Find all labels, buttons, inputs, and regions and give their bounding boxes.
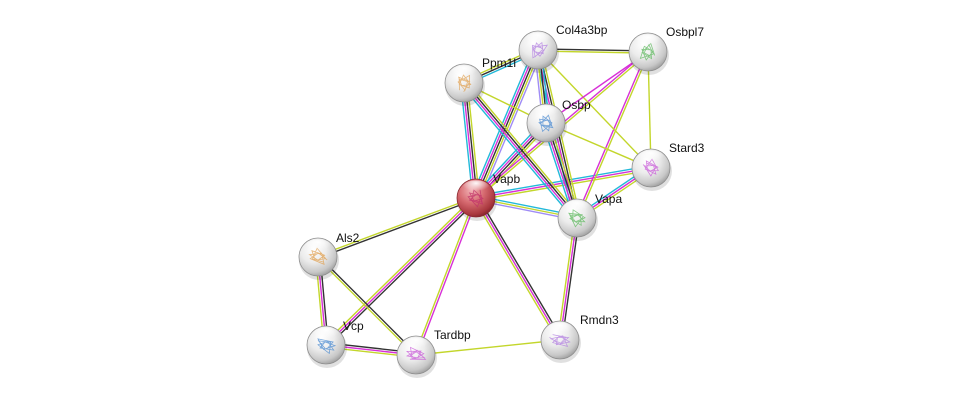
- edge-evidence-coexpression: [475, 49, 539, 199]
- node-label: Tardbp: [434, 328, 471, 342]
- edge-evidence-coexpression: [327, 199, 479, 348]
- node-col4a3bp[interactable]: Col4a3bp: [518, 23, 608, 73]
- node-label: Rmdn3: [580, 313, 619, 327]
- node-rmdn3[interactable]: Rmdn3: [540, 313, 619, 363]
- node-highlight: [524, 32, 552, 47]
- node-als2[interactable]: Als2: [298, 231, 360, 280]
- edge-vapb-tardbp[interactable]: [414, 197, 478, 356]
- edge-evidence-coexpression: [318, 255, 418, 355]
- edge-vapb-vcp[interactable]: [323, 195, 479, 348]
- edge-evidence-textmining: [477, 50, 541, 200]
- node-tardbp[interactable]: Tardbp: [396, 328, 471, 378]
- node-ppm1l[interactable]: Ppm1l: [444, 56, 516, 106]
- edge-evidence-coexpression: [464, 81, 579, 218]
- node-label: Osbpl7: [666, 25, 704, 39]
- edge-evidence-textmining: [466, 82, 480, 198]
- node-osbpl7[interactable]: Osbpl7: [628, 25, 704, 75]
- node-label: Vcp: [343, 319, 364, 333]
- node-label: Col4a3bp: [556, 23, 608, 37]
- edge-evidence-experiments: [475, 197, 561, 341]
- edge-evidence-coexpression: [477, 196, 563, 340]
- node-highlight: [462, 180, 490, 195]
- node-stard3[interactable]: Stard3: [631, 141, 705, 191]
- edge-evidence-databases: [471, 48, 535, 197]
- edge-vapa-rmdn3[interactable]: [557, 217, 580, 341]
- edge-evidence-textmining: [316, 257, 416, 357]
- node-osbp[interactable]: Osbp: [526, 98, 591, 146]
- node-vapa[interactable]: Vapa: [557, 192, 622, 241]
- node-label: Osbp: [562, 98, 591, 112]
- node-highlight: [546, 322, 574, 337]
- node-highlight: [563, 200, 591, 215]
- edge-evidence-textmining: [323, 195, 475, 344]
- edge-evidence-experiments: [559, 217, 578, 341]
- node-highlight: [312, 327, 340, 342]
- edge-col4a3bp-stard3[interactable]: [537, 49, 652, 169]
- edge-evidence-textmining: [537, 49, 652, 169]
- edge-evidence-experiments: [575, 51, 648, 218]
- node-highlight: [634, 34, 662, 49]
- edge-evidence-textmining: [415, 339, 561, 356]
- edge-tardbp-rmdn3[interactable]: [415, 339, 561, 356]
- node-label: Ppm1l: [482, 56, 516, 70]
- node-vcp[interactable]: Vcp: [306, 319, 364, 368]
- edge-evidence-textmining: [414, 197, 476, 355]
- edge-evidence-textmining: [476, 169, 652, 201]
- edge-vapa-osbpl7[interactable]: [575, 51, 650, 219]
- edge-evidence-experiments: [325, 197, 477, 346]
- protein-structure-icon: [568, 209, 586, 228]
- edge-evidence-textmining: [473, 198, 559, 342]
- node-vapb[interactable]: Vapb: [456, 172, 520, 221]
- node-highlight: [532, 105, 560, 120]
- edge-evidence-textmining: [465, 80, 581, 217]
- edge-evidence-textmining: [577, 52, 650, 219]
- edge-evidence-homology: [479, 51, 543, 200]
- edge-vapa-ppm1l[interactable]: [460, 80, 581, 221]
- node-highlight: [450, 65, 478, 80]
- edge-vapb-col4a3bp[interactable]: [471, 48, 543, 200]
- node-label: Als2: [336, 231, 360, 245]
- edge-evidence-experiments: [473, 48, 537, 198]
- edge-evidence-coexpression: [561, 218, 580, 341]
- edge-osbp-osbpl7[interactable]: [545, 51, 649, 124]
- node-highlight: [402, 337, 430, 352]
- edge-evidence-databases: [460, 83, 474, 199]
- edge-evidence-coexpression: [318, 198, 477, 259]
- edge-evidence-databases: [460, 84, 576, 221]
- edge-evidence-experiments: [462, 83, 577, 220]
- node-highlight: [637, 150, 665, 165]
- protein-structure-icon: [549, 334, 571, 347]
- nodes-layer: Col4a3bp Osbpl7Ppm1lOsbpStard3VapbVapaAls…: [298, 23, 705, 378]
- protein-structure-icon: [532, 41, 549, 59]
- edge-vapb-als2[interactable]: [317, 196, 477, 259]
- node-label: Stard3: [669, 141, 705, 155]
- node-highlight: [304, 239, 332, 254]
- node-label: Vapb: [493, 172, 520, 186]
- edge-evidence-textmining: [557, 217, 576, 340]
- edge-evidence-experiments: [475, 167, 652, 199]
- edge-evidence-experiments: [416, 198, 478, 356]
- edge-vapb-rmdn3[interactable]: [473, 196, 563, 342]
- node-label: Vapa: [595, 192, 622, 206]
- edge-evidence-textmining: [317, 196, 476, 257]
- edge-als2-tardbp[interactable]: [316, 255, 418, 357]
- edge-evidence-experiments: [545, 51, 649, 124]
- protein-structure-icon: [538, 114, 554, 133]
